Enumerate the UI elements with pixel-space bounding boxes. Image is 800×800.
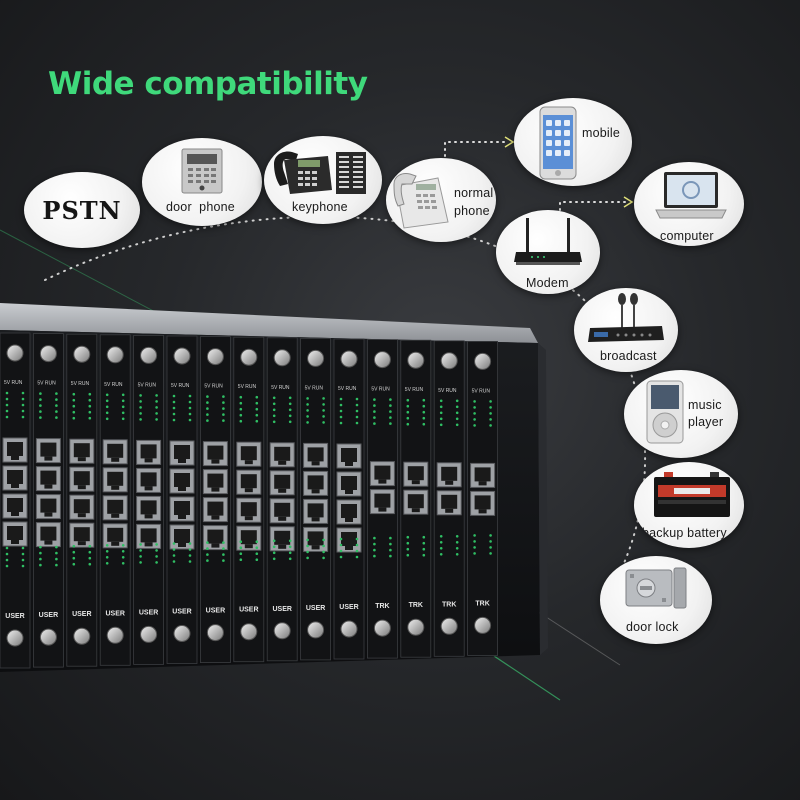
music-player-bubble: music player <box>624 370 738 458</box>
music-player-icon <box>646 380 684 444</box>
modem-bubble: Modem <box>496 210 600 294</box>
mobile-phone-icon <box>539 106 577 180</box>
user-line-card: 5V RUN USER <box>133 334 165 665</box>
user-card-label: USER <box>139 609 158 616</box>
led-header-label: 5V RUN <box>338 386 357 392</box>
desk-phone-icon <box>393 173 449 229</box>
dotted-connection-arc <box>44 215 646 601</box>
normal-phone-label-line1: normal <box>454 186 494 200</box>
trunk-card-label: TRK <box>442 601 456 608</box>
door-lock-icon <box>625 567 687 609</box>
backup-battery-label: backup battery <box>642 526 727 540</box>
led-header-label: 5V RUN <box>171 383 190 389</box>
led-header-label: 5V RUN <box>405 387 424 393</box>
user-card-label: USER <box>72 611 91 618</box>
trunk-line-card: 5V RUN TRK <box>366 339 398 659</box>
pstn-label: PSTN <box>42 196 122 225</box>
led-header-label: 5V RUN <box>138 382 157 388</box>
user-line-card: 5V RUN USER <box>266 337 298 662</box>
computer-bubble: computer <box>634 162 744 246</box>
mobile-bubble: mobile <box>514 98 632 186</box>
led-header-label: 5V RUN <box>472 388 491 394</box>
modem-label: Modem <box>526 276 569 290</box>
trunk-line-card: 5V RUN TRK <box>400 339 432 658</box>
microphone-amplifier-icon <box>588 293 664 342</box>
user-line-card: 5V RUN USER <box>99 334 131 666</box>
user-card-label: USER <box>272 606 291 613</box>
door-phone-bubble: door phone <box>142 138 262 226</box>
trunk-card-label: TRK <box>475 600 489 607</box>
user-line-card: 5V RUN USER <box>199 336 231 664</box>
user-card-label: USER <box>239 607 258 614</box>
user-line-card: 5V RUN USER <box>0 332 31 669</box>
music-player-label-line1: music <box>688 398 722 412</box>
user-card-label: USER <box>39 612 58 619</box>
user-card-label: USER <box>5 613 24 620</box>
broadcast-label: broadcast <box>600 349 657 363</box>
door-lock-bubble: door lock <box>600 556 712 644</box>
trunk-card-label: TRK <box>375 603 389 610</box>
trunk-card-label: TRK <box>409 602 423 609</box>
user-line-card: 5V RUN USER <box>333 338 365 660</box>
led-header-label: 5V RUN <box>371 387 390 393</box>
user-line-card: 5V RUN USER <box>300 337 332 661</box>
user-line-card: 5V RUN USER <box>33 333 64 668</box>
led-header-label: 5V RUN <box>37 381 56 387</box>
normal-phone-bubble: normal phone <box>386 158 496 242</box>
keyphone-bubble: keyphone <box>264 136 382 224</box>
broadcast-bubble: broadcast <box>574 288 678 372</box>
user-line-card: 5V RUN USER <box>233 336 265 663</box>
led-header-label: 5V RUN <box>104 382 123 388</box>
laptop-icon <box>655 172 727 219</box>
trunk-line-card: 5V RUN TRK <box>433 340 465 657</box>
mobile-label: mobile <box>582 126 621 140</box>
headline: Wide compatibility <box>48 66 368 102</box>
led-header-label: 5V RUN <box>204 384 223 390</box>
computer-label: computer <box>660 229 714 243</box>
led-header-label: 5V RUN <box>305 385 324 391</box>
door-phone-label: door phone <box>166 200 235 214</box>
door-phone-icon <box>181 148 223 194</box>
router-icon <box>514 218 582 265</box>
normal-phone-label-line2: phone <box>454 204 490 218</box>
user-line-card: 5V RUN USER <box>66 333 98 667</box>
led-header-label: 5V RUN <box>238 384 257 390</box>
music-player-label-line2: player <box>688 415 724 429</box>
arrow-to-mobile <box>444 141 507 163</box>
trunk-line-card: 5V RUN TRK <box>467 340 499 656</box>
led-header-label: 5V RUN <box>71 381 90 387</box>
user-line-card: 5V RUN USER <box>166 335 198 664</box>
led-header-label: 5V RUN <box>4 380 23 386</box>
user-card-label: USER <box>206 608 225 615</box>
arrow-to-computer <box>559 201 627 211</box>
user-card-label: USER <box>105 610 124 617</box>
user-card-label: USER <box>172 609 191 616</box>
led-header-label: 5V RUN <box>438 388 457 394</box>
led-header-label: 5V RUN <box>271 385 290 391</box>
user-card-label: USER <box>339 604 358 611</box>
keyphone-label: keyphone <box>292 200 348 214</box>
user-card-label: USER <box>306 605 325 612</box>
door-lock-label: door lock <box>626 620 679 634</box>
backup-battery-bubble: backup battery <box>634 462 744 548</box>
battery-icon <box>654 472 730 517</box>
pstn-bubble: PSTN <box>24 172 140 248</box>
keyphone-icon <box>274 151 366 194</box>
